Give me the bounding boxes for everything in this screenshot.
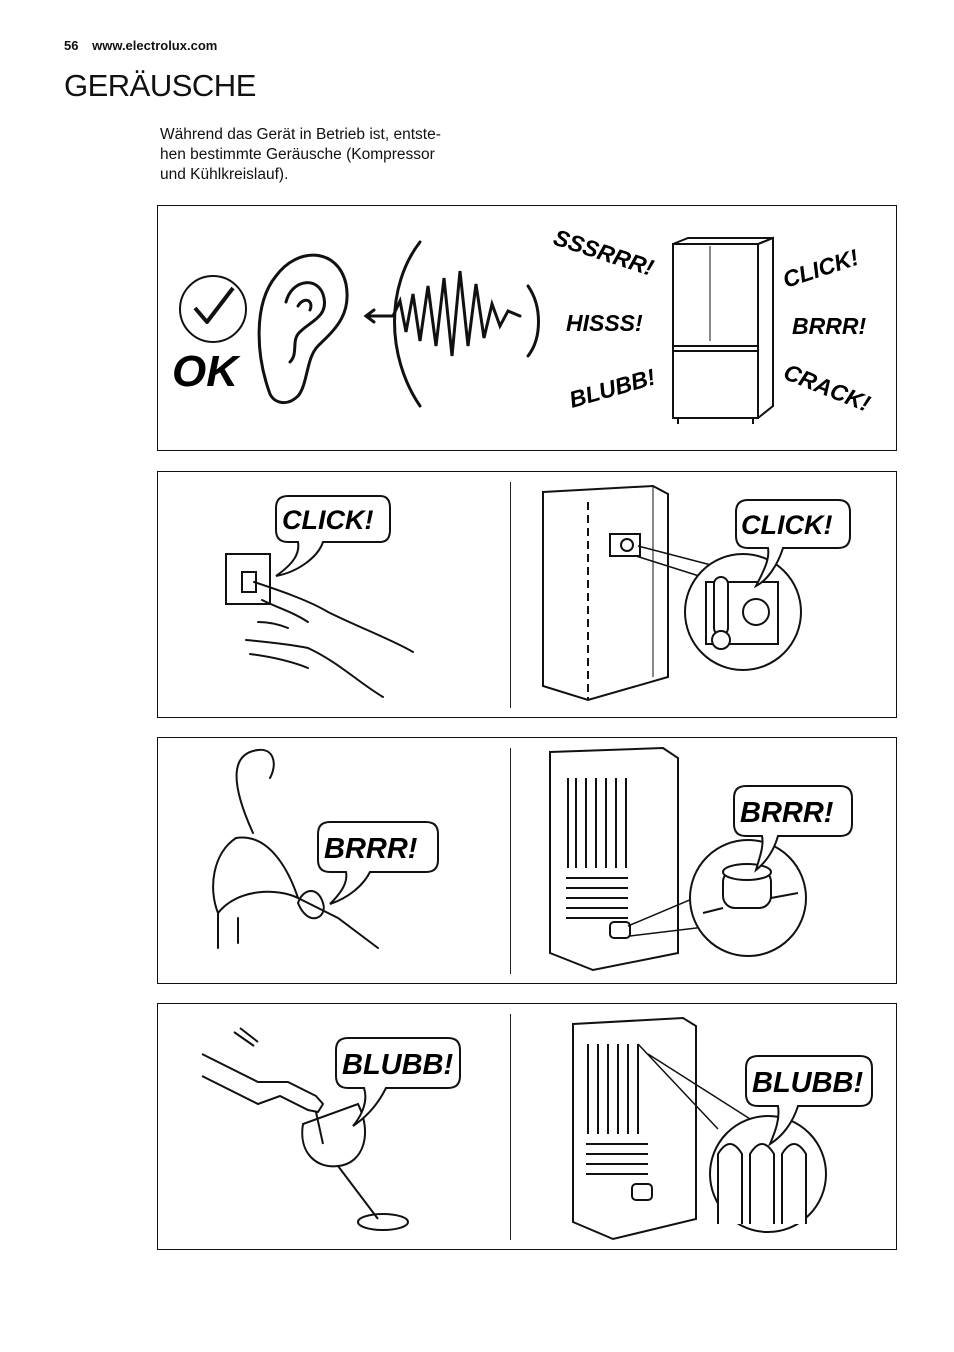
speech-bubble (275, 495, 391, 577)
ok-label: OK (172, 347, 241, 396)
refrigerator-back-icon (549, 746, 679, 972)
wine-glass-icon (301, 1102, 409, 1231)
sound-label: SSSRRR! (550, 224, 657, 281)
bubble-text: BRRR! (740, 797, 834, 829)
sound-label: BRRR! (792, 313, 866, 339)
speech-bubble (733, 785, 853, 873)
hand-icon (245, 581, 414, 698)
sound-label: BLUBB! (566, 363, 658, 412)
thermostat-panel: CLICK! CLI (157, 471, 897, 718)
intro-line: und Kühlkreislauf). (160, 166, 289, 183)
light-switch-icon (225, 553, 271, 605)
overview-panel: OK SSSRRR! HISSS! BLUBB! CLICK! (157, 205, 897, 451)
panel-divider (510, 482, 511, 708)
coolant-illustration: BLUBB! BLUBB! (201, 1016, 873, 1241)
intro-line: Während das Gerät in Betrieb ist, entste… (160, 126, 441, 143)
wine-bottle-icon (201, 1027, 325, 1114)
sound-label: CRACK! (780, 359, 874, 417)
coil-magnifier (709, 1115, 827, 1233)
compressor-magnifier (689, 839, 807, 957)
sound-wave-icon (363, 240, 540, 408)
bubble-text: BLUBB! (342, 1049, 453, 1081)
speech-bubble (335, 1037, 461, 1127)
section-title: GERÄUSCHE (64, 68, 256, 103)
compressor-panel: BRRR! BRRR! (157, 737, 897, 984)
panel-divider (510, 1014, 511, 1240)
intro-paragraph: Während das Gerät in Betrieb ist, entste… (160, 125, 500, 185)
bubble-text: CLICK! (282, 505, 373, 535)
sound-label: CLICK! (780, 244, 862, 293)
speech-bubble (735, 499, 851, 589)
overview-illustration: OK SSSRRR! HISSS! BLUBB! CLICK! (172, 224, 874, 424)
compressor-illustration: BRRR! BRRR! (212, 746, 853, 972)
page-header: 56 www.electrolux.com (64, 38, 217, 53)
intro-line: hen bestimmte Geräusche (Kompressor (160, 146, 435, 163)
bubble-text: BRRR! (324, 833, 418, 865)
refrigerator-icon (542, 484, 669, 702)
ear-icon (257, 253, 349, 404)
speech-bubble (745, 1055, 873, 1147)
bubble-text: CLICK! (741, 510, 832, 540)
coolant-panel: BLUBB! BLUBB! (157, 1003, 897, 1250)
thermostat-illustration: CLICK! CLI (225, 484, 851, 702)
website-link[interactable]: www.electrolux.com (92, 38, 218, 53)
checkmark-icon (179, 275, 247, 343)
refrigerator-back-icon (572, 1016, 697, 1241)
page-number: 56 (64, 38, 79, 53)
thermostat-magnifier (684, 553, 802, 671)
bubble-text: BLUBB! (752, 1067, 863, 1099)
refrigerator-icon (672, 236, 774, 424)
speech-bubble (317, 821, 439, 905)
cat-icon (212, 748, 379, 949)
sound-label: HISSS! (566, 310, 643, 336)
panel-divider (510, 748, 511, 974)
